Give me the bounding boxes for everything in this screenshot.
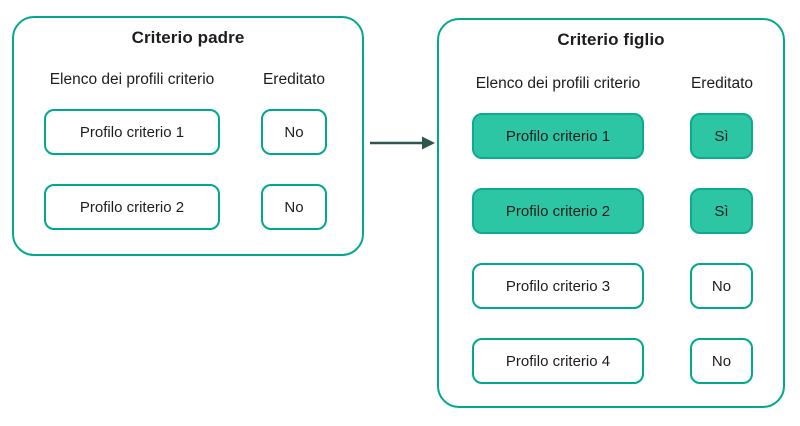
parent-profile-1-box: Profilo criterio 1: [44, 109, 220, 155]
child-profile-list-header: Elenco dei profili criterio: [475, 75, 641, 92]
child-inherited-4-badge: No: [690, 338, 753, 384]
child-profile-4-box: Profilo criterio 4: [472, 338, 644, 384]
parent-policy-title: Criterio padre: [131, 28, 245, 47]
child-profile-1-box: Profilo criterio 1: [472, 113, 644, 159]
child-inherited-1-badge: Sì: [690, 113, 753, 159]
arrow-right-icon: [370, 136, 435, 150]
parent-inherited-header: Ereditato: [262, 71, 326, 88]
child-inherited-2-badge: Sì: [690, 188, 753, 234]
parent-inherited-2-badge: No: [261, 184, 327, 230]
child-inherited-header: Ereditato: [690, 75, 754, 92]
parent-profile-list-header: Elenco dei profili criterio: [49, 71, 215, 88]
child-inherited-3-badge: No: [690, 263, 753, 309]
parent-profile-2-box: Profilo criterio 2: [44, 184, 220, 230]
parent-inherited-1-badge: No: [261, 109, 327, 155]
child-profile-3-box: Profilo criterio 3: [472, 263, 644, 309]
child-policy-title: Criterio figlio: [557, 30, 665, 49]
child-profile-2-box: Profilo criterio 2: [472, 188, 644, 234]
